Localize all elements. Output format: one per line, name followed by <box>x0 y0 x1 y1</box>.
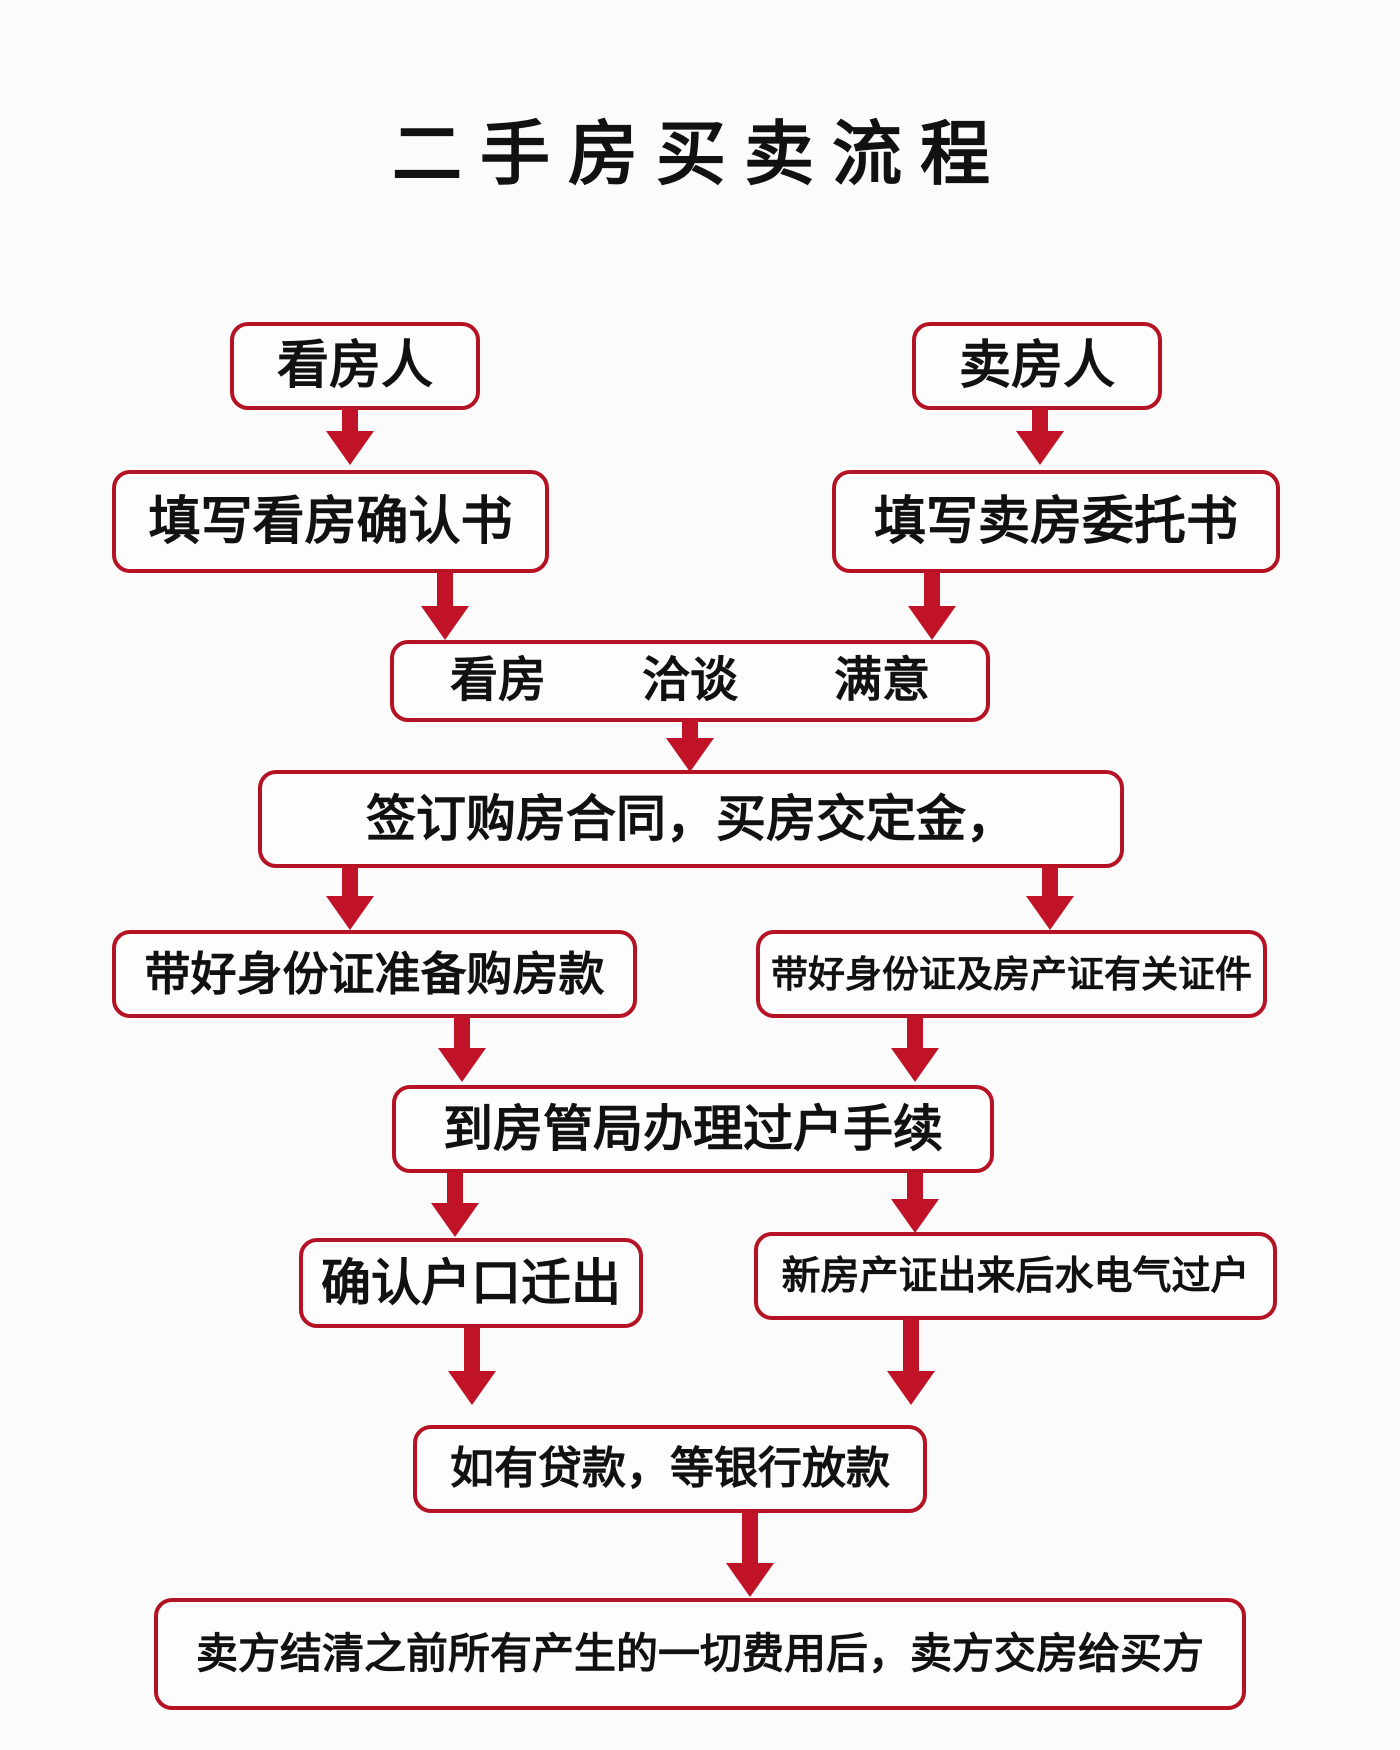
arrow-head <box>891 1048 939 1082</box>
node-seller-form: 填写卖房委托书 <box>832 470 1280 573</box>
arrow-sellerform-to-viewing <box>908 571 956 640</box>
arrow-head <box>448 1371 496 1405</box>
arrow-shaft <box>464 1328 480 1371</box>
node-buyer: 看房人 <box>230 322 480 410</box>
node-hukou: 确认户口迁出 <box>299 1238 643 1328</box>
arrow-head <box>326 431 374 465</box>
arrow-newcert-to-loan <box>887 1318 935 1405</box>
arrow-head <box>908 606 956 640</box>
node-buyer-prepare: 带好身份证准备购房款 <box>112 930 637 1018</box>
node-new-cert: 新房产证出来后水电气过户 <box>754 1232 1277 1320</box>
arrow-head <box>326 896 374 930</box>
arrow-head <box>891 1199 939 1233</box>
arrow-head <box>726 1563 774 1597</box>
arrow-shaft <box>342 866 358 896</box>
arrow-head <box>438 1048 486 1082</box>
node-contract: 签订购房合同，买房交定金， <box>258 770 1124 868</box>
node-seller-prepare: 带好身份证及房产证有关证件 <box>756 930 1267 1018</box>
node-viewing-steps: 看房 洽谈 满意 <box>390 640 990 722</box>
arrow-shaft <box>1042 866 1058 896</box>
arrow-shaft <box>437 571 453 606</box>
arrow-seller-to-form <box>1016 408 1064 465</box>
arrow-shaft <box>907 1016 923 1048</box>
arrow-head <box>1026 896 1074 930</box>
arrow-viewing-to-contract <box>666 718 714 772</box>
arrow-loan-to-handover <box>726 1511 774 1597</box>
arrow-hukou-to-loan <box>448 1328 496 1405</box>
page-title: 二手房买卖流程 <box>392 115 1008 193</box>
arrow-shaft <box>1032 408 1048 431</box>
arrow-buyer-to-form <box>326 408 374 465</box>
arrow-sellerprepare-to-transfer <box>891 1016 939 1082</box>
arrow-shaft <box>682 718 698 738</box>
arrow-head <box>666 738 714 772</box>
arrow-buyerform-to-viewing <box>421 571 469 640</box>
arrow-transfer-to-hukou <box>431 1171 479 1237</box>
arrow-shaft <box>342 408 358 431</box>
arrow-contract-to-sellerprepare <box>1026 866 1074 930</box>
arrow-shaft <box>447 1171 463 1203</box>
arrow-shaft <box>924 571 940 606</box>
arrow-shaft <box>907 1171 923 1199</box>
arrow-shaft <box>903 1318 919 1371</box>
arrow-head <box>887 1371 935 1405</box>
node-transfer: 到房管局办理过户手续 <box>392 1085 994 1173</box>
arrow-head <box>431 1203 479 1237</box>
viewing-step-satisfied: 满意 <box>834 654 931 707</box>
node-seller: 卖房人 <box>912 322 1162 410</box>
node-loan: 如有贷款，等银行放款 <box>413 1425 927 1513</box>
viewing-step-negotiate: 洽谈 <box>641 654 738 707</box>
node-buyer-form: 填写看房确认书 <box>112 470 549 573</box>
viewing-step-look: 看房 <box>449 654 546 707</box>
arrow-shaft <box>742 1511 758 1563</box>
arrow-head <box>1016 431 1064 465</box>
arrow-transfer-to-newcert <box>891 1171 939 1233</box>
arrow-shaft <box>454 1016 470 1048</box>
arrow-head <box>421 606 469 640</box>
arrow-contract-to-buyerprepare <box>326 866 374 930</box>
node-handover: 卖方结清之前所有产生的一切费用后，卖方交房给买方 <box>154 1598 1246 1710</box>
arrow-buyerprepare-to-transfer <box>438 1016 486 1082</box>
